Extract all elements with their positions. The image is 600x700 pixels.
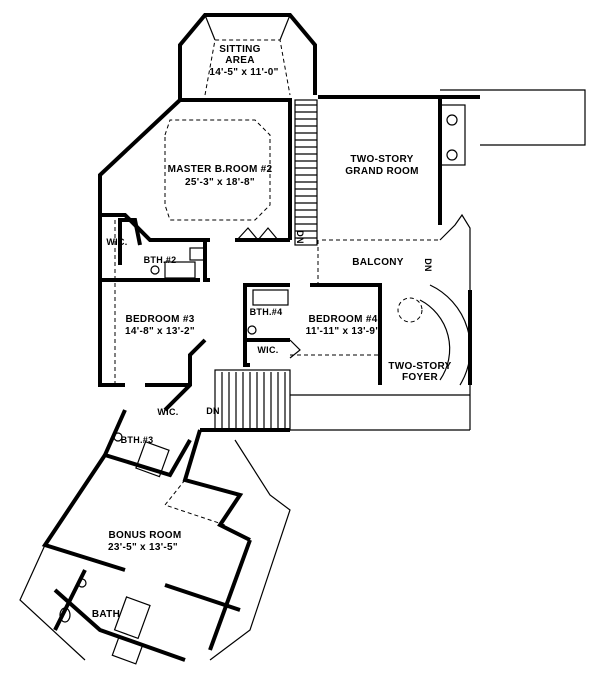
bth3-label: BTH.#3 (121, 435, 154, 445)
stair-dn-label-2: DN (206, 406, 220, 416)
bath3-walls (102, 383, 192, 478)
wic-label-2: WIC. (257, 345, 278, 355)
sitting-area-walls (178, 13, 317, 100)
balcony-label: BALCONY (352, 257, 404, 268)
grand-room-label-2: GRAND ROOM (345, 166, 419, 177)
master-size: 25'-3" x 18'-8" (185, 177, 255, 188)
sitting-area-label-2: AREA (225, 55, 255, 66)
stair-dn-label-1: DN (295, 230, 305, 244)
bedroom4-label: BEDROOM #4 (308, 314, 377, 325)
upper-stair (294, 99, 318, 246)
bedroom3-size: 14'-8" x 13'-2" (125, 326, 195, 337)
bth4-label: BTH.#4 (250, 307, 283, 317)
foyer-label-2: FOYER (402, 372, 438, 383)
bth2-label: BTH.#2 (144, 255, 177, 265)
grand-room-walls (318, 89, 586, 290)
bedroom4-size: 11'-11" x 13'-9" (306, 326, 381, 337)
sitting-area-label: SITTING (219, 44, 261, 55)
foyer-label: TWO-STORY (388, 361, 451, 372)
wic-label-3: WIC. (157, 407, 178, 417)
bedroom3-walls (98, 215, 210, 412)
bonus-room-label: BONUS ROOM (109, 530, 182, 541)
bath-label: BATH (92, 609, 120, 620)
sitting-area-size: 14'-5" x 11'-0" (209, 67, 278, 78)
master-label: MASTER B.ROOM #2 (168, 164, 273, 175)
stair-dn-label-3: DN (423, 258, 433, 272)
bedroom3-label: BEDROOM #3 (125, 314, 194, 325)
bonus-room-walls (19, 429, 291, 665)
foyer-walls (290, 284, 472, 431)
central-stair (200, 369, 291, 432)
grand-room-label: TWO-STORY (350, 154, 413, 165)
bonus-room-size: 23'-5" x 13'-5" (108, 542, 178, 553)
wic-label-1: WIC. (106, 237, 127, 247)
bedroom4-walls (243, 240, 382, 385)
